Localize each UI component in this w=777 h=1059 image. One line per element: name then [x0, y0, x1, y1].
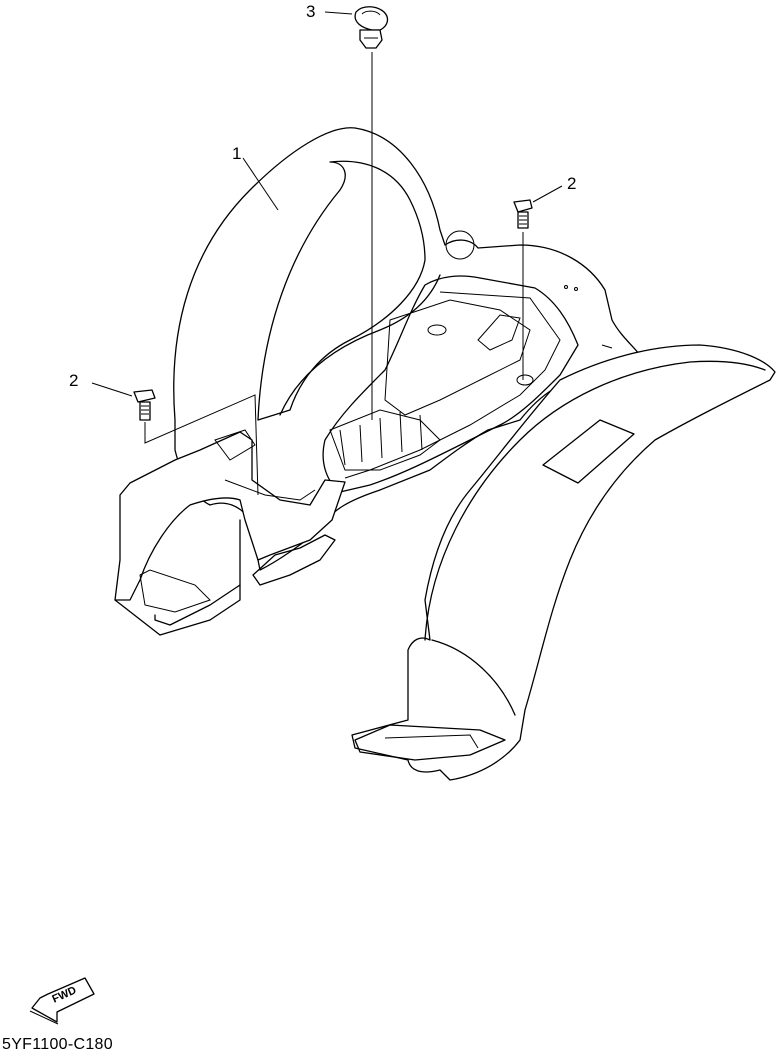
rear-fender-part[interactable]	[114, 127, 776, 781]
callout-1[interactable]: 1	[232, 144, 242, 163]
callout-2-right[interactable]: 2	[567, 174, 577, 193]
diagram-code: 5YF1100-C180	[2, 1036, 113, 1053]
leader-line-2-left-callout	[91, 382, 133, 397]
callout-3[interactable]: 3	[306, 2, 316, 21]
leader-line-2-left	[144, 394, 259, 496]
leader-line-3-callout	[324, 11, 353, 15]
leader-line-1	[242, 157, 279, 211]
bolt-part-left[interactable]	[133, 389, 156, 421]
callout-2-left[interactable]: 2	[69, 371, 79, 390]
leader-line-2-right-callout	[532, 185, 563, 203]
bolt-part-right[interactable]	[513, 199, 533, 229]
fwd-arrow-icon	[29, 977, 95, 1025]
clip-part[interactable]	[354, 6, 389, 49]
